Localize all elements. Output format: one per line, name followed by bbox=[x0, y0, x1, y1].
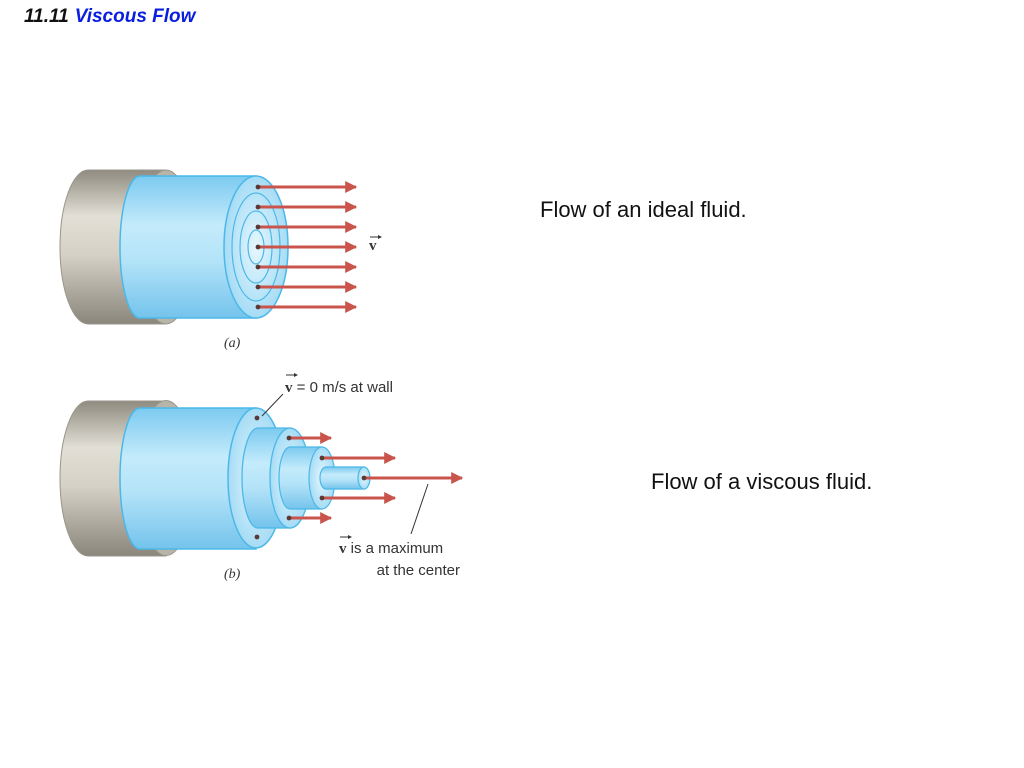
velocity-arrow bbox=[255, 221, 358, 233]
wall-velocity-annotation: v = 0 m/s at wall bbox=[261, 373, 393, 417]
velocity-arrows-a bbox=[255, 181, 358, 313]
velocity-arrow bbox=[255, 281, 358, 293]
velocity-arrow bbox=[255, 181, 358, 193]
fluid-cylinder-a bbox=[119, 175, 289, 319]
velocity-label-a: v bbox=[369, 235, 382, 254]
velocity-arrow bbox=[255, 201, 358, 213]
figure-a-label: (a) bbox=[224, 336, 241, 351]
fluid-layers-b bbox=[119, 407, 371, 550]
velocity-arrow bbox=[319, 452, 397, 464]
velocity-arrow bbox=[319, 492, 397, 504]
velocity-arrow bbox=[255, 261, 358, 273]
svg-text:v is a maximum: v is a maximum bbox=[339, 540, 443, 557]
ideal-fluid-caption: Flow of an ideal fluid. bbox=[540, 197, 747, 222]
figure-b-viscous-flow: v = 0 m/s at wall v is a maximum at the … bbox=[59, 373, 464, 582]
wall-point bbox=[254, 534, 260, 540]
velocity-arrows-b bbox=[286, 432, 464, 524]
section-number: 11.11 bbox=[24, 6, 69, 27]
center-velocity-annotation: v is a maximum at the center bbox=[339, 483, 460, 579]
velocity-arrow bbox=[255, 301, 358, 313]
velocity-arrow bbox=[361, 472, 464, 484]
velocity-arrow bbox=[286, 432, 333, 444]
svg-text:v: v bbox=[369, 238, 377, 254]
figure-a-ideal-flow: v (a) bbox=[59, 169, 382, 351]
svg-text:v = 0 m/s at wall: v = 0 m/s at wall bbox=[285, 379, 393, 396]
viscous-fluid-caption: Flow of a viscous fluid. bbox=[651, 469, 873, 494]
velocity-arrow bbox=[286, 512, 333, 524]
figure-b-label: (b) bbox=[224, 567, 241, 582]
section-title: Viscous Flow bbox=[74, 6, 196, 27]
wall-point bbox=[254, 415, 260, 421]
velocity-arrow bbox=[255, 241, 358, 253]
svg-text:at the center: at the center bbox=[377, 562, 460, 579]
